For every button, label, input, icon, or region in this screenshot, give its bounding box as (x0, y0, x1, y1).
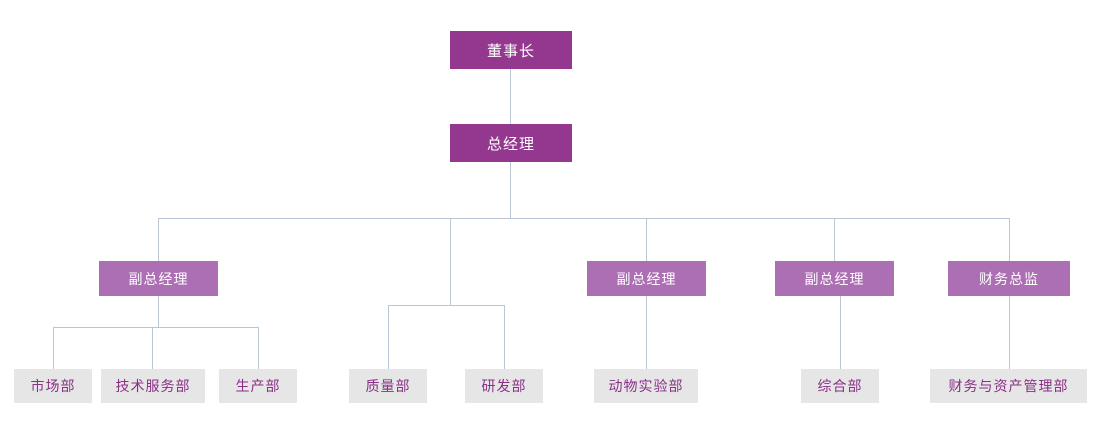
node-deputy-gm-3[interactable]: 副总经理 (775, 261, 894, 296)
connector-gm-to-bus (510, 162, 511, 218)
connector-bus-to-finance-director (1009, 218, 1010, 261)
node-general-affairs[interactable]: 综合部 (801, 369, 879, 403)
connector-bus-to-deputy-gm-1 (158, 218, 159, 261)
node-marketing[interactable]: 市场部 (14, 369, 92, 403)
connector-main-bus (158, 218, 1010, 219)
connector-deputy-gm-1-subbus (53, 327, 258, 328)
node-quality[interactable]: 质量部 (349, 369, 427, 403)
connector-subbus-to-marketing (53, 327, 54, 369)
connector-deputy-gm-1-drop (158, 296, 159, 327)
connector-deputy-gm-2-to-animal-lab (646, 296, 647, 369)
connector-chairman-to-gm (510, 69, 511, 124)
node-chairman[interactable]: 董事长 (450, 31, 572, 69)
connector-deputy-gm-3-to-general-affairs (840, 296, 841, 369)
connector-subbus-to-quality (388, 305, 389, 369)
connector-finance-director-to-finance-asset (1009, 296, 1010, 369)
node-tech-service[interactable]: 技术服务部 (101, 369, 205, 403)
node-finance-director[interactable]: 财务总监 (948, 261, 1070, 296)
node-deputy-gm-1[interactable]: 副总经理 (99, 261, 218, 296)
node-finance-asset[interactable]: 财务与资产管理部 (930, 369, 1087, 403)
node-deputy-gm-2[interactable]: 副总经理 (587, 261, 706, 296)
node-rnd[interactable]: 研发部 (465, 369, 543, 403)
connector-quality-rnd-subbus (388, 305, 504, 306)
connector-subbus-to-rnd (504, 305, 505, 369)
node-general-manager[interactable]: 总经理 (450, 124, 572, 162)
connector-bus-to-deputy-gm-2 (646, 218, 647, 261)
node-production[interactable]: 生产部 (219, 369, 297, 403)
node-animal-lab[interactable]: 动物实验部 (594, 369, 698, 403)
connector-bus-to-quality-rnd-branch (450, 218, 451, 305)
connector-subbus-to-production (258, 327, 259, 369)
connector-bus-to-deputy-gm-3 (834, 218, 835, 261)
connector-subbus-to-tech-service (152, 327, 153, 369)
